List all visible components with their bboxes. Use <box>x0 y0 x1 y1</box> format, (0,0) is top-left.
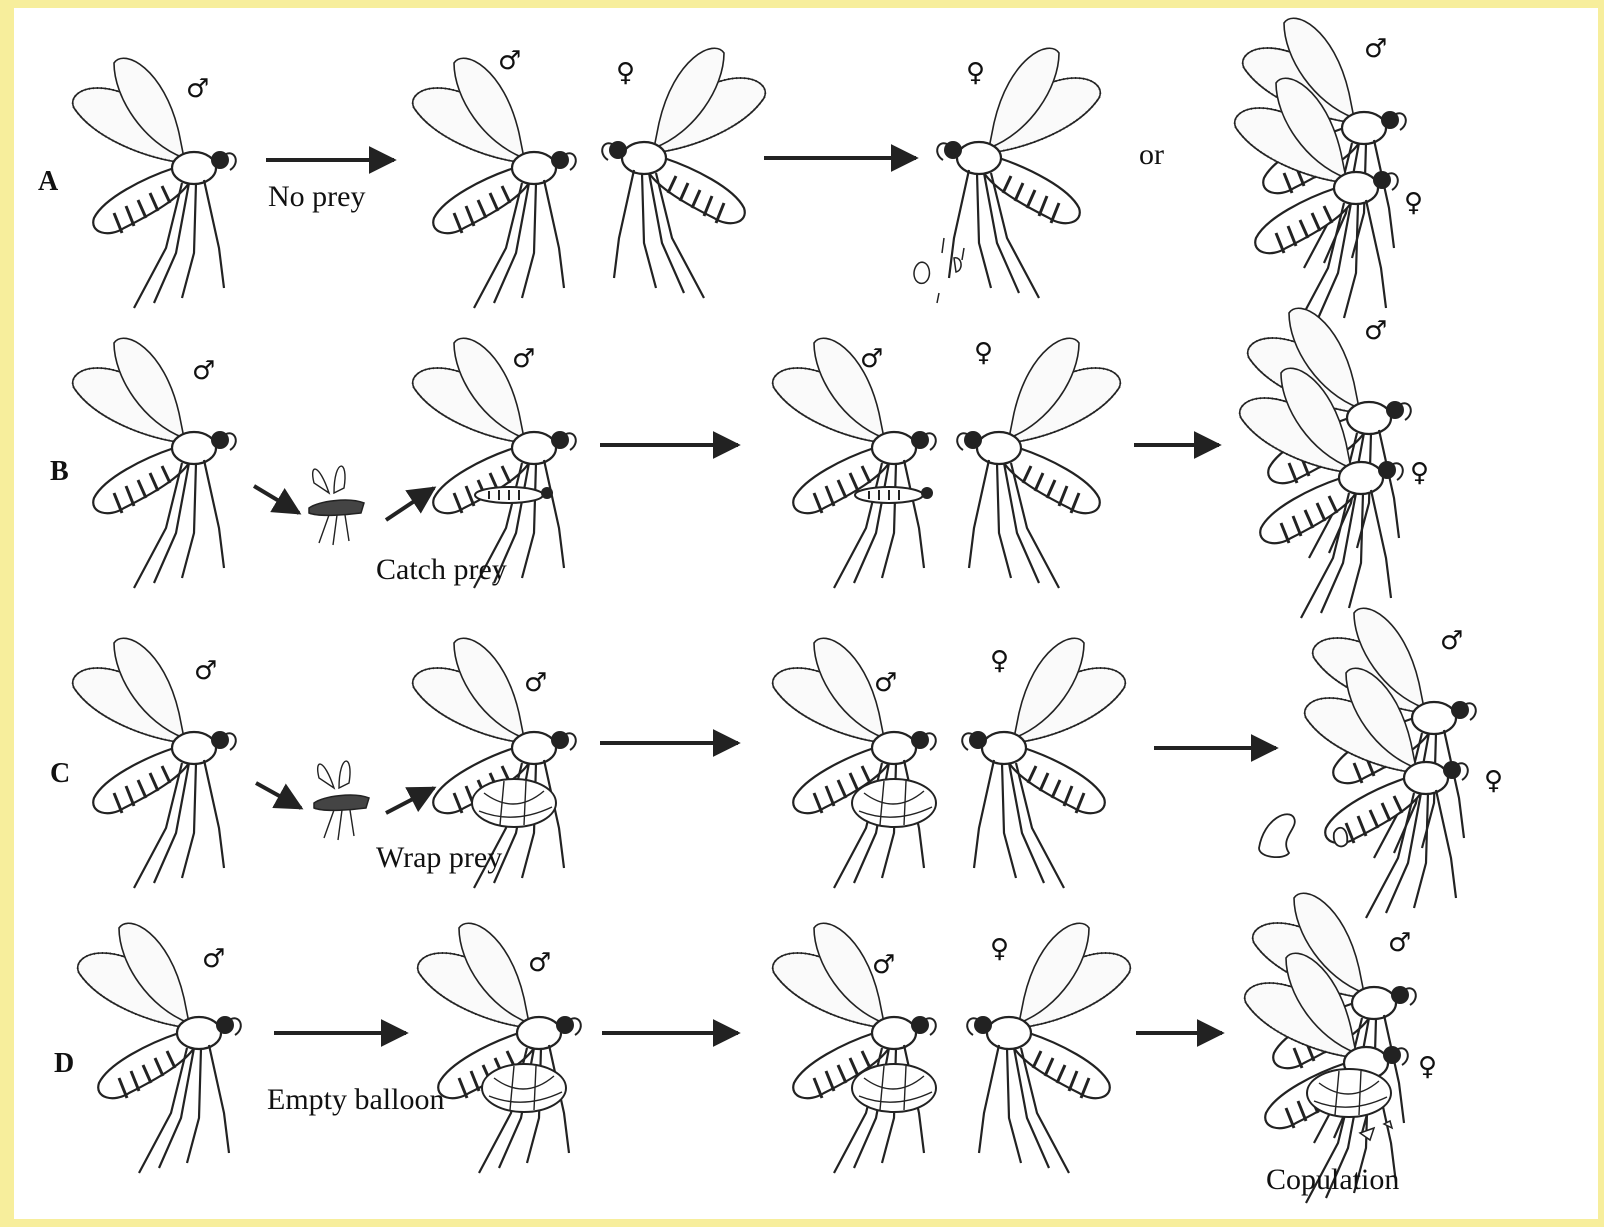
row-label-b: B <box>50 456 69 488</box>
fly-male-d3 <box>773 923 936 1173</box>
prey-held-b2 <box>475 487 553 503</box>
male-symbol: ♂ <box>512 346 535 372</box>
diagram-page: A B C D No prey or Catch prey Wrap prey … <box>14 8 1598 1219</box>
balloon-c2 <box>472 779 556 827</box>
caption-empty-balloon: Empty balloon <box>267 1083 444 1117</box>
male-symbol: ♂ <box>1364 318 1387 344</box>
arrow-c2 <box>386 788 434 813</box>
male-symbol: ♂ <box>186 76 209 102</box>
balloon-fragment-2 <box>1334 828 1348 847</box>
male-symbol: ♂ <box>872 952 895 978</box>
diagram-artwork <box>14 8 1598 1219</box>
balloon-fragment-1 <box>1259 814 1295 857</box>
fly-pair-b <box>1240 308 1411 618</box>
row-label-a: A <box>38 166 58 198</box>
fly-male-a2 <box>413 58 576 308</box>
male-symbol: ♂ <box>1364 36 1387 62</box>
arrow-b2 <box>386 488 434 520</box>
fly-female-c3 <box>962 638 1125 888</box>
caption-copulation: Copulation <box>1266 1163 1399 1197</box>
fly-male-a1 <box>73 58 236 308</box>
male-symbol: ♂ <box>524 670 547 696</box>
male-symbol: ♂ <box>1388 930 1411 956</box>
row-label-c: C <box>50 758 70 790</box>
female-symbol: ♀ <box>1418 1054 1437 1080</box>
male-symbol: ♂ <box>874 670 897 696</box>
caption-or: or <box>1139 138 1164 172</box>
female-symbol: ♀ <box>974 340 993 366</box>
female-symbol: ♀ <box>1404 190 1423 216</box>
male-symbol: ♂ <box>860 346 883 372</box>
female-symbol: ♀ <box>1410 460 1429 486</box>
caption-wrap-prey: Wrap prey <box>376 841 502 875</box>
fly-male-b2 <box>413 338 576 588</box>
female-symbol: ♀ <box>616 60 635 86</box>
fly-male-d2 <box>418 923 581 1173</box>
caption-catch-prey: Catch prey <box>376 553 507 587</box>
male-symbol: ♂ <box>1440 628 1463 654</box>
female-symbol: ♀ <box>966 60 985 86</box>
prey-held-b3 <box>855 487 933 503</box>
arrow-b1 <box>254 486 299 513</box>
male-symbol: ♂ <box>194 658 217 684</box>
fly-pair-a <box>1235 18 1406 328</box>
prey-fly-b <box>309 466 364 545</box>
female-symbol: ♀ <box>990 936 1009 962</box>
row-label-d: D <box>54 1048 74 1080</box>
fly-male-b3 <box>773 338 936 588</box>
arrow-c1 <box>256 783 301 808</box>
prey-fly-c <box>314 761 369 840</box>
male-symbol: ♂ <box>498 48 521 74</box>
balloon-d4 <box>1307 1069 1391 1117</box>
male-symbol: ♂ <box>202 946 225 972</box>
female-symbol: ♀ <box>990 648 1009 674</box>
fly-female-b3 <box>957 338 1120 588</box>
balloon-d2 <box>482 1064 566 1112</box>
fly-female-a3 <box>937 48 1100 298</box>
caption-no-prey: No prey <box>268 180 365 214</box>
balloon-d3 <box>852 1064 936 1112</box>
male-symbol: ♂ <box>192 358 215 384</box>
male-symbol: ♂ <box>528 950 551 976</box>
balloon-c3 <box>852 779 936 827</box>
female-symbol: ♀ <box>1484 768 1503 794</box>
fly-male-c3 <box>773 638 936 888</box>
